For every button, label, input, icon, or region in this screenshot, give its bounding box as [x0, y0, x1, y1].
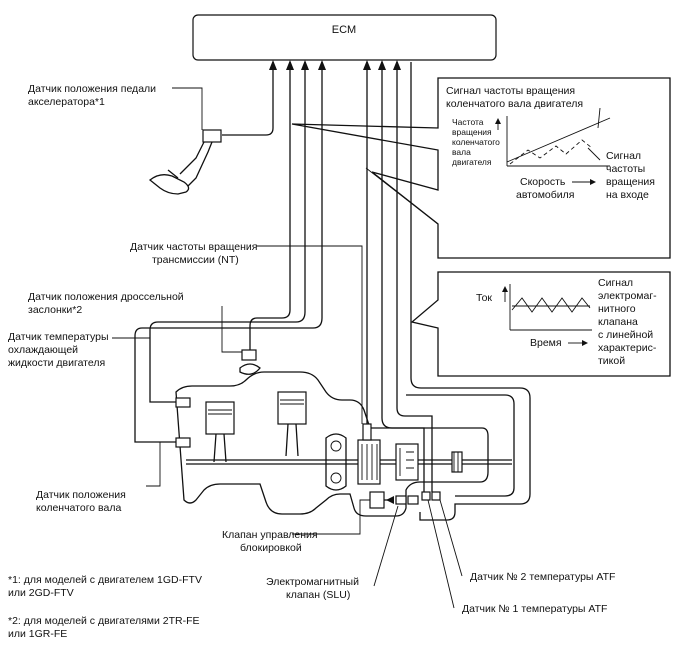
throttle-label-1: Датчик положения дроссельной: [28, 291, 184, 303]
current-desc-4: клапана: [598, 316, 638, 328]
current-axis-y: Ток: [476, 292, 492, 304]
leader-lines: [112, 87, 463, 609]
throttle-label-2: заслонки*2: [28, 304, 82, 316]
ecm-unit: ECM: [192, 14, 497, 61]
crank-label-2: коленчатого вала: [36, 502, 121, 514]
callout-engine-speed: Сигнал частоты вращения коленчатого вала…: [291, 77, 671, 259]
current-desc-3: нитного: [598, 303, 636, 315]
footnote-1-line-2: или 2GD-FTV: [8, 587, 74, 599]
footnote-1-line-1: *1: для моделей с двигателем 1GD-FTV: [8, 574, 202, 586]
coolant-label-1: Датчик температуры: [8, 331, 109, 343]
coolant-temp-sensor: [175, 397, 191, 408]
speed-title-2: коленчатого вала двигателя: [446, 98, 583, 110]
speed-axis-y-4: вала: [452, 147, 471, 157]
speed-input-2: частоты: [606, 163, 645, 175]
speed-axis-y-3: коленчатого: [452, 137, 500, 147]
current-desc-7: тикой: [598, 355, 625, 367]
lockup-valve: [369, 491, 407, 509]
accel-pedal-label-2: акселератора*1: [28, 96, 105, 108]
speed-input-4: на входе: [606, 189, 649, 201]
footnotes: *1: для моделей с двигателем 1GD-FTV или…: [8, 574, 202, 640]
slu-label-2: клапан (SLU): [286, 589, 350, 601]
speed-axis-y-2: вращения: [452, 127, 492, 137]
coolant-label-3: жидкости двигателя: [8, 357, 105, 369]
speed-axis-y-5: двигателя: [452, 157, 492, 167]
footnote-2-line-1: *2: для моделей с двигателями 2TR-FE: [8, 615, 200, 627]
turbine-speed-sensor: [362, 423, 372, 441]
current-desc-2: электромаг-: [598, 290, 657, 302]
footnote-2-line-2: или 1GR-FE: [8, 628, 67, 640]
crank-label-1: Датчик положения: [36, 489, 126, 501]
crank-position-sensor: [175, 437, 191, 448]
atf-temp-sensor-2: [431, 491, 441, 501]
lockup-valve-label-2: блокировкой: [240, 542, 302, 554]
callout-slu-current: Ток Время Сигнал электромаг- нитного кла…: [410, 271, 671, 377]
current-axis-x: Время: [530, 337, 562, 349]
speed-axis-x-2: автомобиля: [516, 189, 574, 201]
atf2-label: Датчик № 2 температуры ATF: [470, 571, 615, 583]
component-labels: Датчик положения педали акселератора*1 Д…: [8, 83, 615, 615]
speed-axis-y-1: Частота: [452, 117, 484, 127]
slu-label-1: Электромагнитный: [266, 576, 359, 588]
current-desc-5: с линейной: [598, 329, 653, 341]
accelerator-pedal: [148, 129, 222, 195]
speed-input-3: вращения: [606, 176, 655, 188]
ecm-input-wires: [134, 60, 531, 521]
current-desc-1: Сигнал: [598, 277, 633, 289]
slu-solenoid: [407, 495, 419, 505]
coolant-label-2: охлаждающей: [8, 344, 78, 356]
accel-pedal-label-1: Датчик положения педали: [28, 83, 156, 95]
speed-title-1: Сигнал частоты вращения: [446, 85, 575, 97]
turbine-speed-label-1: Датчик частоты вращения: [130, 241, 257, 253]
throttle-sensor: [239, 349, 261, 375]
atf-temp-sensor-1: [421, 491, 431, 501]
atf1-label: Датчик № 1 температуры ATF: [462, 603, 607, 615]
speed-input-1: Сигнал: [606, 150, 641, 162]
powertrain-body: [175, 371, 512, 517]
lockup-valve-label-1: Клапан управления: [222, 529, 318, 541]
current-desc-6: характерис-: [598, 342, 657, 354]
turbine-speed-label-2: трансмиссии (NT): [152, 254, 239, 266]
speed-axis-x-1: Скорость: [520, 176, 566, 188]
ecm-label: ECM: [332, 24, 356, 36]
